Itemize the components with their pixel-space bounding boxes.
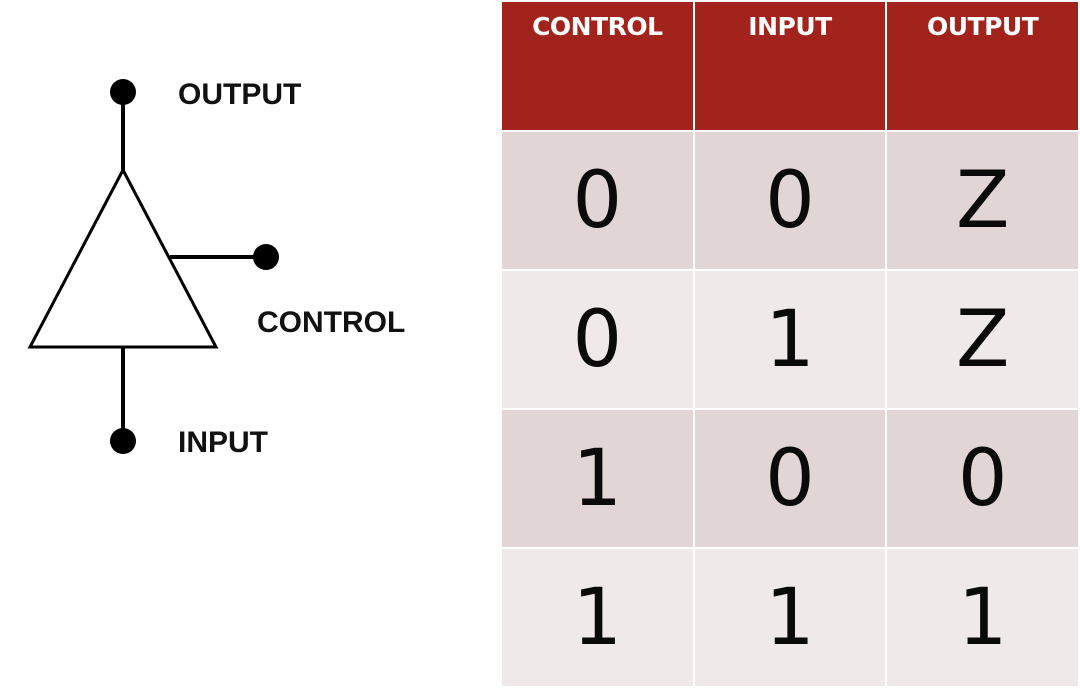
cell-input: 1 <box>692 547 888 688</box>
cell-control: 0 <box>500 130 695 271</box>
table-row: 0 0 Z <box>500 130 1080 271</box>
table-row: 1 0 0 <box>500 408 1080 549</box>
cell-input: 1 <box>692 269 888 410</box>
control-terminal-dot <box>253 244 279 270</box>
table-row: 0 1 Z <box>500 269 1080 410</box>
cell-control: 1 <box>500 408 695 549</box>
column-header-control: CONTROL <box>500 0 695 132</box>
table-row: 1 1 1 <box>500 547 1080 688</box>
control-label: CONTROL <box>257 306 405 339</box>
output-terminal-dot <box>110 79 136 105</box>
cell-input: 0 <box>692 130 888 271</box>
truth-table: CONTROL INPUT OUTPUT 0 0 Z 0 1 Z 1 0 0 1… <box>500 0 1080 688</box>
cell-output: Z <box>885 130 1080 271</box>
cell-output: 0 <box>885 408 1080 549</box>
cell-output: Z <box>885 269 1080 410</box>
cell-input: 0 <box>692 408 888 549</box>
header-row: CONTROL INPUT OUTPUT <box>500 0 1080 132</box>
input-terminal-dot <box>110 428 136 454</box>
column-header-output: OUTPUT <box>885 0 1080 132</box>
tri-state-buffer-diagram: OUTPUT CONTROL INPUT <box>27 78 405 459</box>
cell-control: 1 <box>500 547 695 688</box>
cell-control: 0 <box>500 269 695 410</box>
input-label: INPUT <box>178 426 268 459</box>
cell-output: 1 <box>885 547 1080 688</box>
column-header-input: INPUT <box>692 0 888 132</box>
output-label: OUTPUT <box>178 78 301 111</box>
